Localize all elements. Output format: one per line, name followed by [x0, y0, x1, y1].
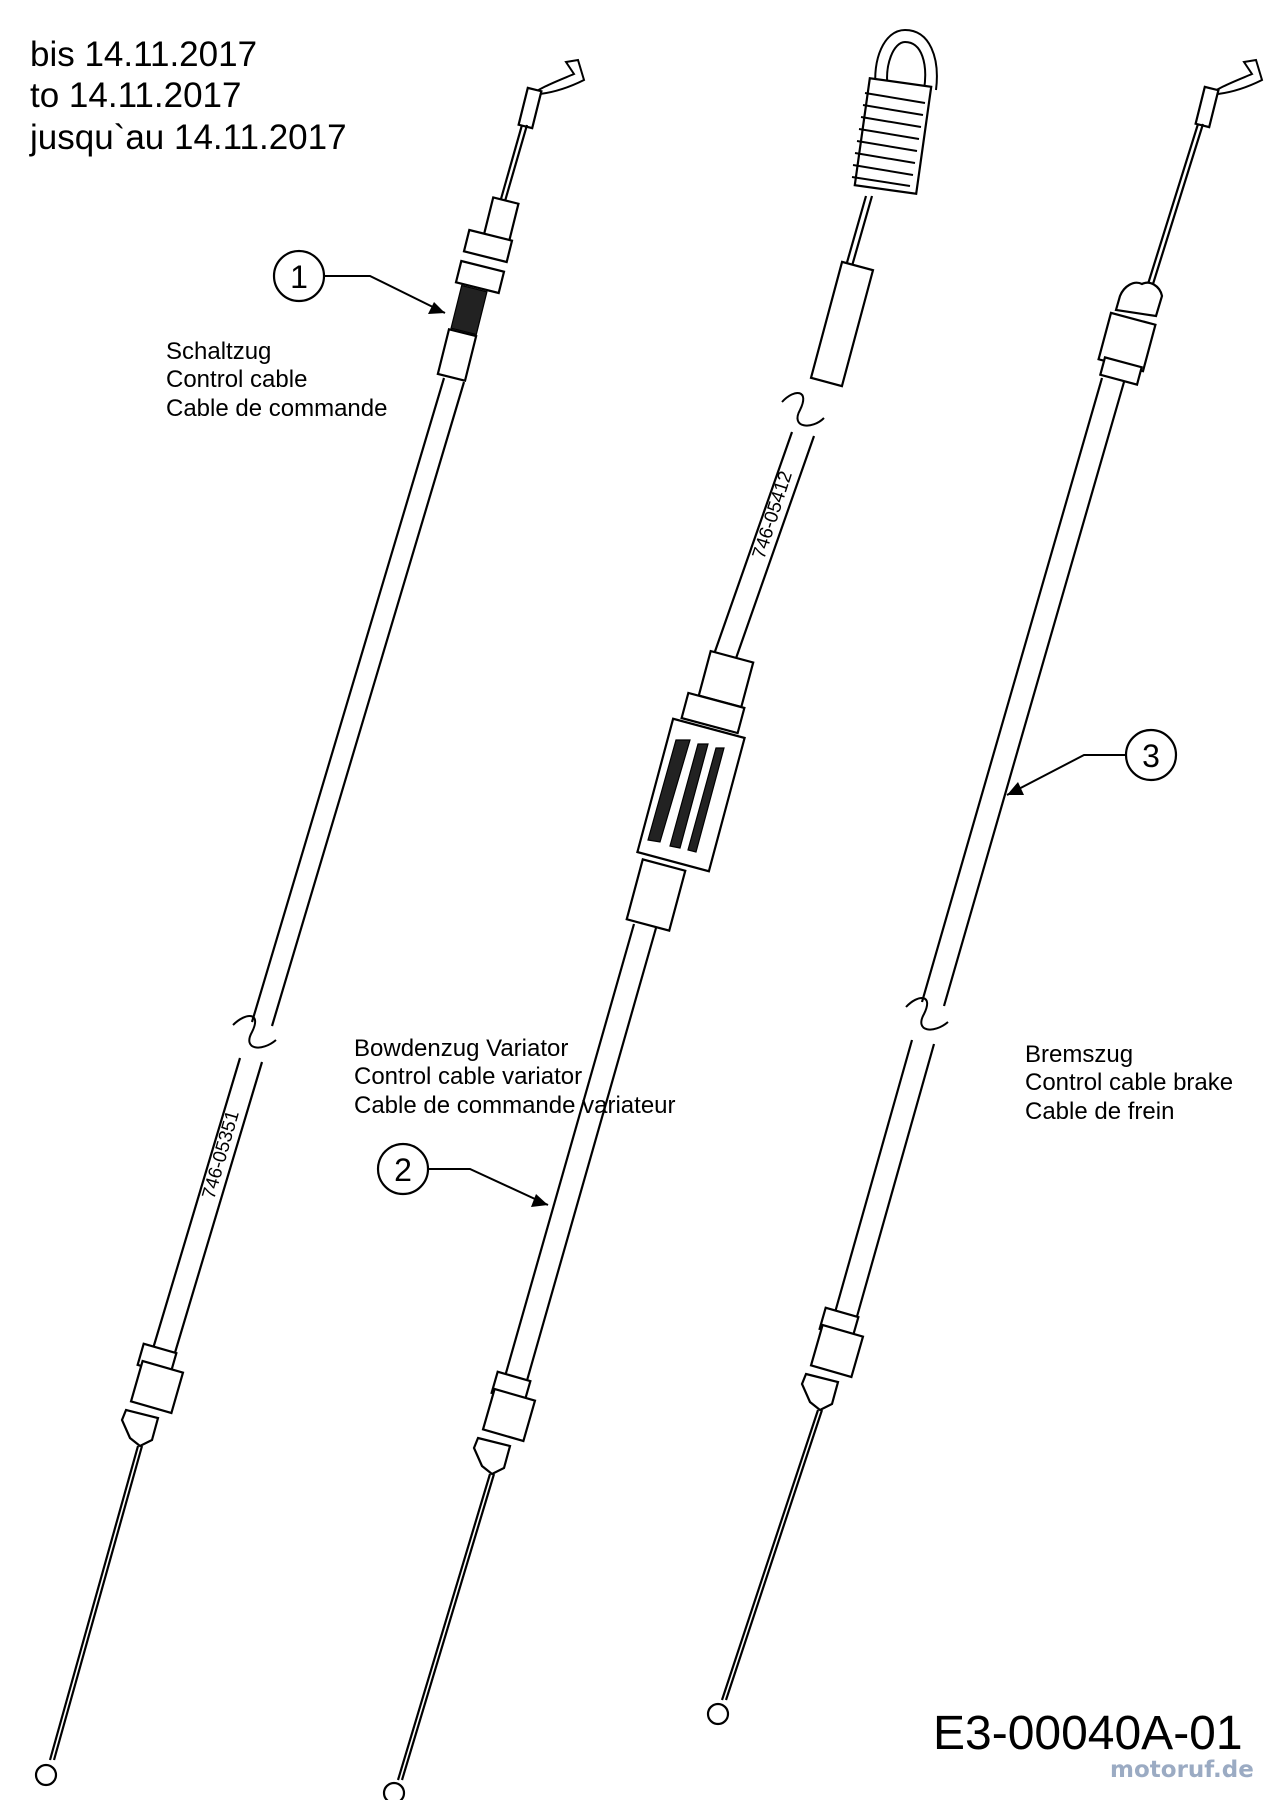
part-1-description: Schaltzug Control cable Cable de command…	[166, 338, 387, 423]
control-cable-1: 746-05351	[34, 58, 586, 1787]
part-2-name-en: Control cable variator	[354, 1063, 583, 1091]
part-2-name-fr: Cable de commande variateur	[354, 1091, 676, 1119]
cable-1-hex-nut-lower	[454, 259, 506, 295]
callout-3-number: 3	[1142, 738, 1160, 774]
cable-3-upper-clip	[1114, 281, 1164, 318]
validity-note-fr: jusqu`au 14.11.2017	[30, 117, 347, 157]
cable-2-ball-end	[382, 1781, 406, 1800]
cable-3-z-hook	[1204, 58, 1264, 99]
part-3-name-de: Bremszug	[1025, 1041, 1134, 1068]
cable-1-ball-end	[34, 1763, 58, 1787]
cable-3-ball-end	[706, 1702, 730, 1726]
callout-1: 1	[272, 249, 446, 314]
control-cable-2: 746-05412	[382, 28, 938, 1800]
cable-3-clip	[800, 1372, 840, 1412]
part-1-name-de: Schaltzug	[166, 338, 272, 365]
part-1-name-en: Control cable	[166, 366, 308, 394]
cable-2-upper-sleeve	[809, 260, 875, 388]
drawing-code: E3-00040A-01	[933, 1707, 1243, 1760]
cable-1-part-number: 746-05351	[199, 1108, 244, 1201]
cable-2-spring-hook	[874, 28, 938, 91]
callout-1-number: 1	[290, 259, 308, 295]
callout-2-number: 2	[394, 1152, 412, 1188]
cable-3-end-ferrule	[1194, 85, 1220, 129]
cable-2-adjuster-nut	[481, 1387, 537, 1443]
cable-2-clip	[472, 1436, 512, 1476]
cable-1-adjuster-nut	[129, 1359, 185, 1415]
part-3-name-fr: Cable de frein	[1025, 1097, 1175, 1125]
cable-2-part-number: 746-05412	[749, 469, 797, 562]
control-cable-3	[706, 58, 1264, 1726]
cable-1-threaded-body	[450, 284, 488, 336]
cable-2-collar-ring	[680, 691, 746, 735]
cable-3-adjuster-nut	[809, 1323, 865, 1379]
cable-2-collar-lower	[625, 858, 687, 932]
validity-note-en: to 14.11.2017	[30, 76, 242, 116]
cable-2-break-mark	[781, 392, 825, 427]
cable-1-clip	[120, 1408, 160, 1448]
callout-3: 3	[1006, 728, 1178, 796]
part-3-description: Bremszug Control cable brake Cable de fr…	[1025, 1041, 1233, 1126]
validity-note-de: bis 14.11.2017	[30, 35, 258, 74]
validity-note: bis 14.11.2017 to 14.11.2017 jusqu`au 14…	[30, 34, 347, 158]
part-2-name-de: Bowdenzug Variator	[354, 1035, 569, 1062]
part-2-description: Bowdenzug Variator Control cable variato…	[354, 1035, 676, 1120]
cable-1-sleeve	[436, 327, 478, 383]
part-3-name-en: Control cable brake	[1025, 1069, 1234, 1097]
cable-3-break-mark	[905, 997, 949, 1031]
cable-1-end-ferrule	[517, 86, 543, 130]
cable-1-z-hook	[526, 58, 586, 99]
callout-2: 2	[376, 1142, 549, 1207]
cable-1-hex-nut-upper	[462, 228, 514, 264]
cable-1-break-mark	[232, 1015, 277, 1049]
cable-2-spring	[851, 76, 933, 196]
part-1-name-fr: Cable de commande	[166, 394, 388, 422]
watermark: motoruf.de	[1110, 1757, 1254, 1783]
